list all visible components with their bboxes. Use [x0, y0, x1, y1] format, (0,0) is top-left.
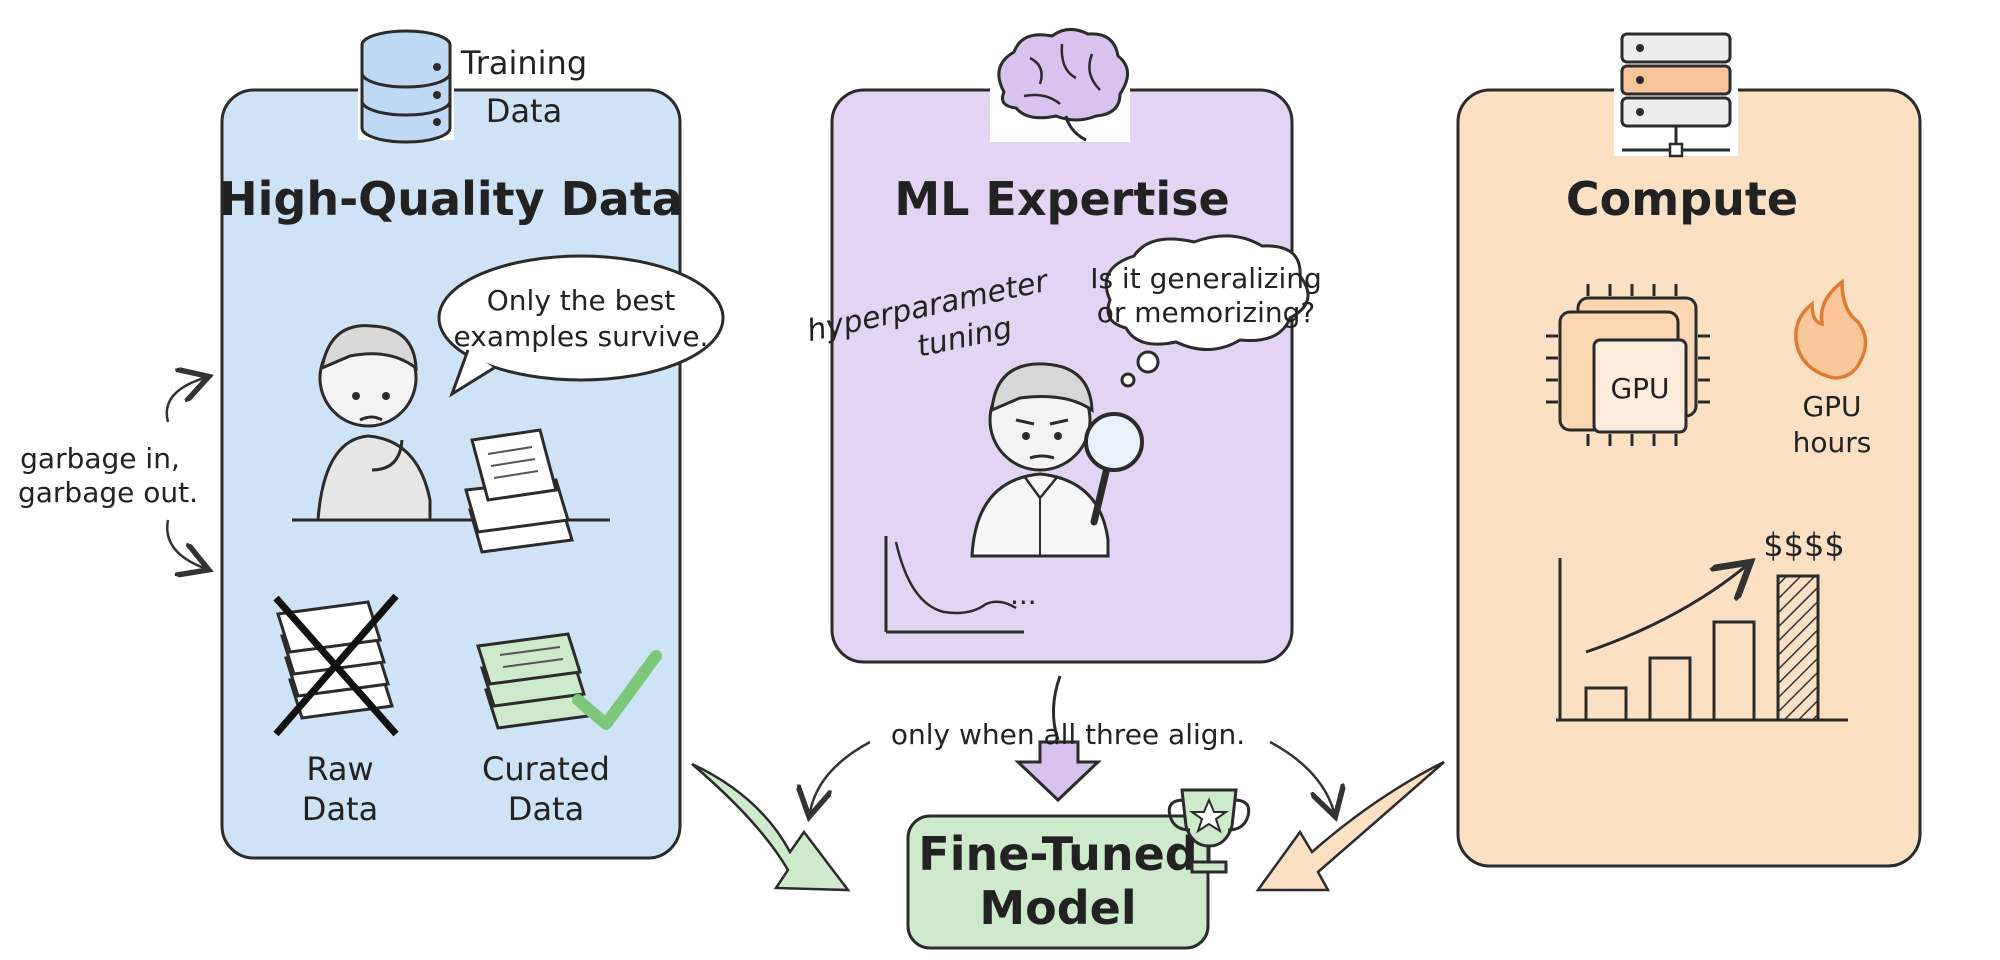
speech-text-line2: examples survive.	[454, 320, 709, 353]
fine-tuned-model-box: Fine-Tuned Model	[906, 814, 1210, 950]
fine-tuned-model-line2: Model	[979, 881, 1136, 935]
person-curator-illustration	[292, 324, 610, 554]
trophy-icon	[1167, 788, 1251, 874]
thought-bubble: Is it generalizing or memorizing?	[1090, 234, 1322, 388]
curated-data-label-line1: Curated	[482, 750, 610, 788]
down-arrow-icon	[1014, 740, 1102, 803]
database-icon	[358, 28, 454, 144]
raw-data-crossed-icon	[273, 593, 399, 737]
gpu-hours-label-line2: hours	[1793, 426, 1872, 459]
gpu-chip-label: GPU	[1610, 372, 1669, 405]
server-icon	[1614, 28, 1738, 158]
gpu-chip-icon: GPU	[1546, 284, 1710, 446]
data-to-model-arrow	[691, 762, 851, 892]
check-icon	[572, 650, 662, 730]
garbage-note-line2: garbage out.	[18, 476, 198, 509]
loss-curve-tail: ...	[1010, 578, 1037, 611]
curated-data-label-line2: Data	[508, 790, 584, 828]
thought-text-line1: Is it generalizing	[1090, 262, 1322, 295]
alignment-connector: only when all three align.	[810, 675, 1334, 812]
loss-curve-sketch: ...	[884, 536, 1037, 634]
brain-icon	[990, 28, 1130, 142]
data-panel-title: High-Quality Data	[219, 172, 683, 226]
cost-growth-sketch: $$$$	[1556, 526, 1848, 722]
document-stack-icon	[464, 428, 574, 554]
gpu-hours-label-line1: GPU	[1802, 390, 1861, 423]
expertise-panel-title: ML Expertise	[894, 172, 1229, 226]
training-data-label-line1: Training	[460, 44, 587, 82]
alignment-note: only when all three align.	[891, 718, 1245, 751]
curated-data-icon	[476, 632, 590, 730]
cost-label: $$$$	[1763, 526, 1844, 564]
fine-tuned-model-line1: Fine-Tuned	[918, 827, 1197, 881]
thought-text-line2: or memorizing?	[1097, 296, 1316, 329]
raw-data-label-line1: Raw	[306, 750, 373, 788]
person-expert-illustration	[970, 362, 1144, 558]
garbage-note-line1: garbage in,	[20, 442, 180, 475]
training-data-label-line2: Data	[486, 92, 562, 130]
expertise-panel: ML Expertise hyperparameter tuning Is it…	[804, 28, 1322, 664]
speech-text-line1: Only the best	[487, 284, 675, 317]
compute-panel: Compute GPU GPU hours	[1456, 28, 1922, 868]
fire-icon	[1794, 278, 1868, 380]
compute-to-model-arrow	[1255, 760, 1445, 892]
data-panel: Training Data High-Quality Data Only the…	[219, 28, 725, 860]
raw-data-label-line2: Data	[302, 790, 378, 828]
garbage-note: garbage in, garbage out.	[18, 378, 204, 568]
magnifier-icon	[1084, 412, 1144, 526]
speech-bubble: Only the best examples survive.	[437, 254, 725, 398]
compute-panel-title: Compute	[1566, 172, 1798, 226]
